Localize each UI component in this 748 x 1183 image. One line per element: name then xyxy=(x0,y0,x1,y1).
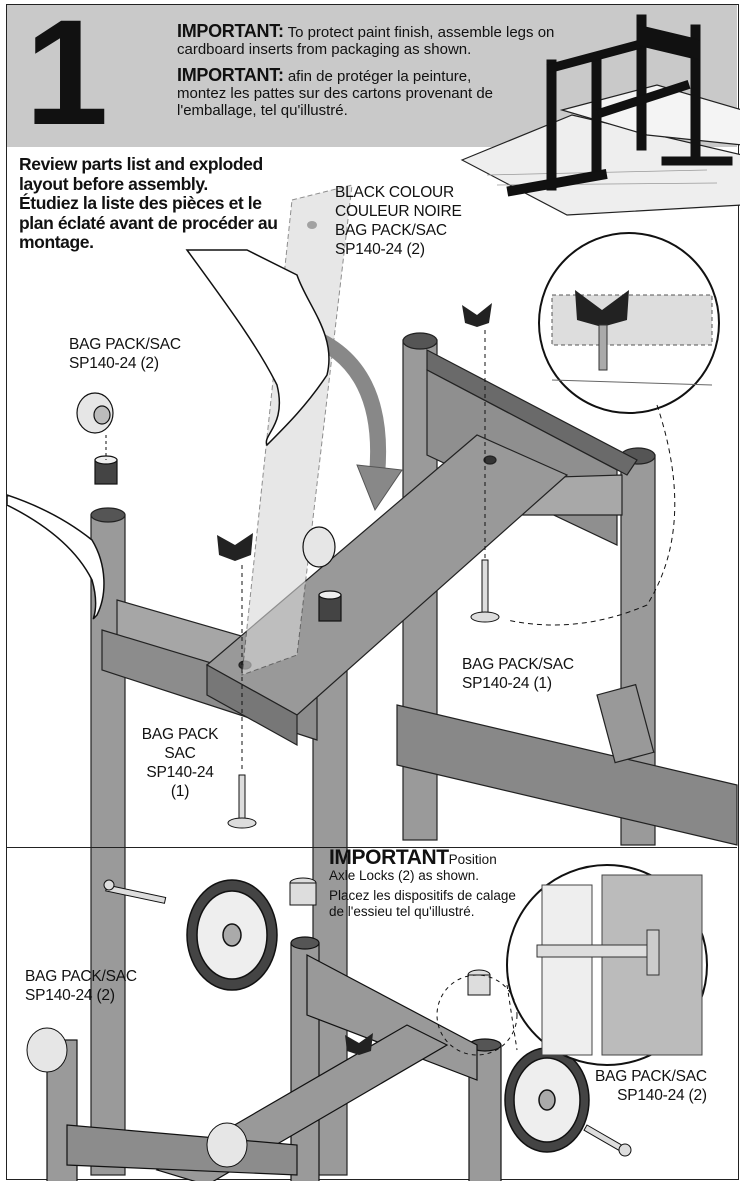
caster-bottom-left xyxy=(26,1027,68,1073)
important-text-en: To protect paint finish, assemble legs o… xyxy=(177,24,555,58)
important-note-fr: IMPORTANT: afin de protéger la peinture,… xyxy=(177,65,517,119)
important-text-bottom-en: Position Axle Locks (2) as shown. xyxy=(329,852,497,883)
step-number: 1 xyxy=(25,0,108,156)
wing-nut-bottom xyxy=(345,1033,373,1055)
section-divider xyxy=(7,847,737,848)
callout-line: SP140-24 (2) xyxy=(69,355,159,372)
wing-nut-top xyxy=(462,303,492,327)
callout-line: SP140-24 (2) xyxy=(617,1087,707,1104)
wheel-right xyxy=(504,1047,590,1153)
callout-line: (1) xyxy=(170,783,190,800)
bolt-left xyxy=(227,774,257,829)
callout-line: COULEUR NOIRE xyxy=(335,203,462,220)
important-axle-locks: IMPORTANTPosition Axle Locks (2) as show… xyxy=(329,847,519,920)
instruction-panel: 1 IMPORTANT: To protect paint finish, as… xyxy=(6,0,740,1181)
detail-zoom-circle-top xyxy=(538,232,720,414)
shelf-bracket xyxy=(396,683,738,846)
callout-line: SP140-24 xyxy=(146,764,214,781)
axle-lock-top xyxy=(289,877,317,906)
detail-zoom-circle-bottom xyxy=(506,864,708,1066)
review-text-fr: Étudiez la liste des pièces et le plan é… xyxy=(19,193,278,252)
review-text-en: Review parts list and exploded layout be… xyxy=(19,154,263,194)
caster-left xyxy=(76,392,118,485)
leader-line-zoom xyxy=(506,404,676,626)
important-note-en: IMPORTANT: To protect paint finish, asse… xyxy=(177,21,577,58)
important-label-bottom: IMPORTANT xyxy=(329,846,449,869)
important-text-fr: afin de protéger la peinture, montez les… xyxy=(177,68,494,119)
leg-frame-miniature xyxy=(506,14,733,197)
callout-line: SP140-24 (2) xyxy=(335,241,425,258)
review-instructions: Review parts list and exploded layout be… xyxy=(19,154,279,253)
callout-line: BAG PACK/SAC xyxy=(25,968,137,985)
important-text-bottom-fr: Placez les dispositifs de calage de l'es… xyxy=(329,888,516,919)
callout-line: SP140-24 (1) xyxy=(462,675,552,692)
callout-wheel-right: BAG PACK/SAC SP140-24 (2) xyxy=(595,1067,707,1105)
callout-line: BAG PACK/SAC xyxy=(595,1068,707,1085)
callout-line: BLACK COLOUR xyxy=(335,184,455,201)
caster-bottom-middle xyxy=(206,1122,248,1168)
wheel-left xyxy=(186,879,278,991)
important-label-fr: IMPORTANT: xyxy=(177,65,284,85)
callout-bolt-left: BAG PACK SAC SP140-24 (1) xyxy=(125,725,235,801)
callout-wing-nut: BLACK COLOUR COULEUR NOIRE BAG PACK/SAC … xyxy=(335,183,462,259)
wing-nut-middle xyxy=(217,533,253,561)
callout-line: BAG PACK/SAC xyxy=(69,336,181,353)
bolt-right xyxy=(470,559,500,623)
caster-middle xyxy=(302,526,342,622)
hand-illustration xyxy=(7,249,330,620)
callout-line: SAC xyxy=(164,745,196,762)
callout-bolt-right: BAG PACK/SAC SP140-24 (1) xyxy=(462,655,574,693)
callout-line: BAG PACK/SAC xyxy=(335,222,447,239)
callout-line: BAG PACK/SAC xyxy=(462,656,574,673)
axle-pin-left xyxy=(103,879,167,904)
leg-insert-ghost xyxy=(241,184,353,676)
callout-caster-left: BAG PACK/SAC SP140-24 (2) xyxy=(69,335,181,373)
important-label-en: IMPORTANT: xyxy=(177,21,284,41)
callout-wheel-left: BAG PACK/SAC SP140-24 (2) xyxy=(25,967,137,1005)
axle-lock-middle xyxy=(467,969,491,996)
axle-pin-right xyxy=(583,1124,632,1157)
callout-line: BAG PACK xyxy=(141,726,219,743)
callout-line: SP140-24 (2) xyxy=(25,987,115,1004)
assembly-illustration xyxy=(7,14,740,1181)
